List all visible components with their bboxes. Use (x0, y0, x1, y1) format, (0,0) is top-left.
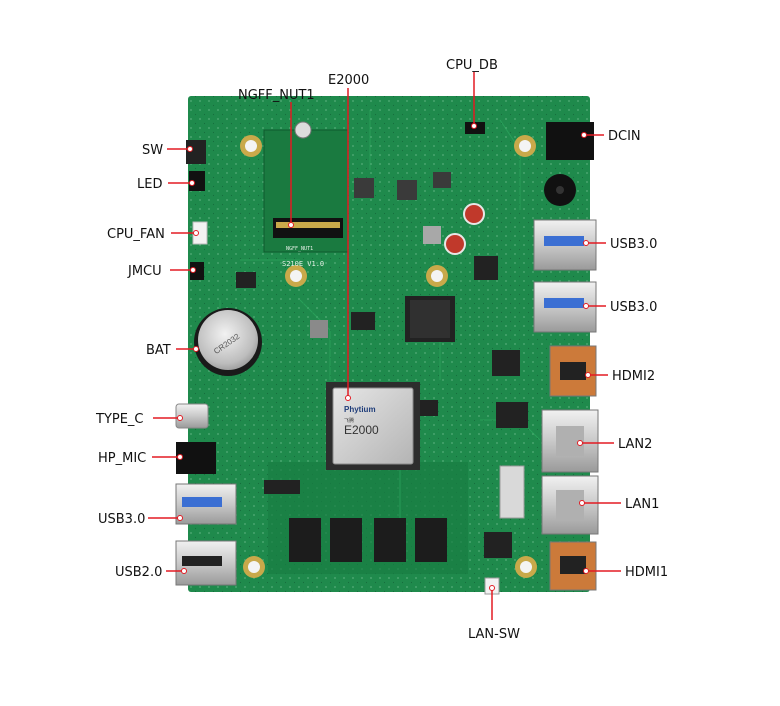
cpu-model: E2000 (344, 423, 379, 437)
label-usb20: USB2.0 (115, 565, 162, 580)
label-sw: SW (142, 143, 163, 158)
label-ngff: NGFF_NUT1 (238, 88, 315, 103)
cpu-brand: Phytium (344, 405, 376, 414)
ddr-memory (289, 518, 447, 562)
board-silkscreen: S210E V1.0 (282, 260, 324, 268)
label-hp-mic: HP_MIC (98, 451, 146, 466)
battery-cr2032: CR2032 (194, 308, 262, 376)
ngff-socket: NGFF_NUT1 (263, 121, 349, 253)
label-led: LED (137, 177, 162, 192)
label-jmcu: JMCU (127, 264, 162, 279)
ngff-silkscreen: NGFF_NUT1 (286, 246, 313, 252)
type-c-port (175, 403, 209, 429)
label-bat: BAT (146, 343, 171, 358)
sw-connector (186, 140, 206, 164)
label-cpu-fan: CPU_FAN (107, 227, 165, 242)
label-hdmi2: HDMI2 (612, 369, 655, 384)
label-lan-sw: LAN-SW (468, 627, 520, 642)
label-lan2: LAN2 (618, 437, 652, 452)
ic-chips (236, 256, 528, 558)
e2000-cpu: Phytium 飞腾 E2000 (326, 382, 420, 470)
label-usb30-left: USB3.0 (98, 512, 145, 527)
led-header (189, 171, 205, 191)
label-e2000: E2000 (328, 73, 369, 88)
label-hdmi1: HDMI1 (625, 565, 668, 580)
label-usb30-top: USB3.0 (610, 237, 657, 252)
jmcu-header (190, 262, 204, 280)
callout-labels: SW LED CPU_FAN JMCU BAT TYPE_C HP_MIC US… (95, 58, 668, 642)
right-connectors (533, 122, 599, 591)
mounting-holes (240, 135, 537, 578)
label-lan1: LAN1 (625, 497, 659, 512)
dcin-jack (546, 122, 594, 160)
cpu-brand-cn: 飞腾 (344, 417, 354, 424)
label-type-c: TYPE_C (95, 412, 144, 427)
callout-ends (177, 123, 591, 591)
label-cpu-db: CPU_DB (446, 58, 498, 73)
label-usb30-mid: USB3.0 (610, 300, 657, 315)
label-dcin: DCIN (608, 129, 641, 144)
passives (354, 172, 576, 255)
